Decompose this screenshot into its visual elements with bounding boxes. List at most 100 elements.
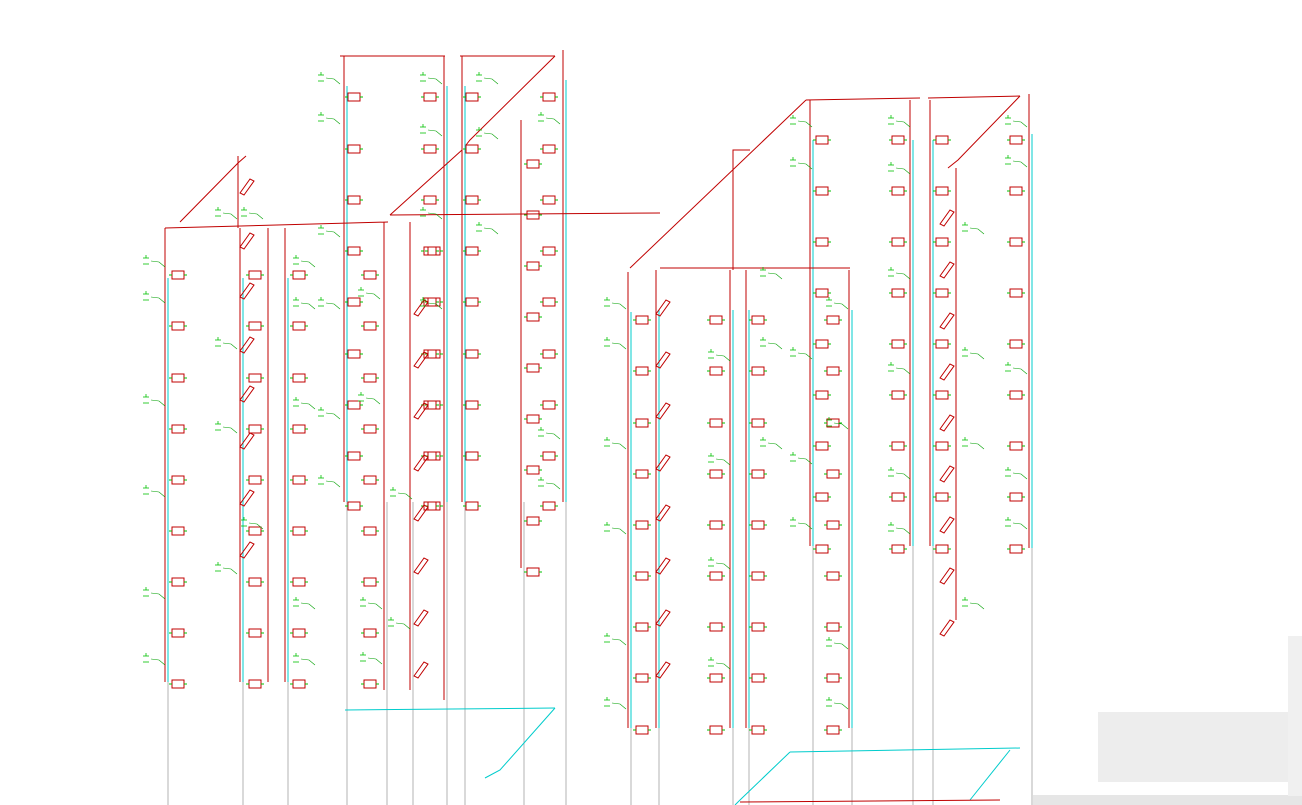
radiator-icon [935,135,949,145]
radiator-icon [248,270,262,280]
radiator-icon [542,297,556,307]
return-main-diagonal [969,749,1011,801]
radiator-icon [542,246,556,256]
radiator-icon [526,210,540,220]
supply-main-diagonal [947,95,1021,169]
radiator-icon [635,622,649,632]
diagonal-radiator-icon [655,609,671,627]
radiator-icon [935,544,949,554]
radiator-icon [248,373,262,383]
diagonal-radiator-icon [655,504,671,522]
supply-risers [164,50,1030,728]
radiator-icon [635,673,649,683]
radiator-icon [1009,544,1023,554]
annotation-leader [150,490,166,498]
annotation-leader [797,457,813,465]
annotation-leader [150,592,166,600]
annotation-leader [611,702,627,710]
radiator-symbols [169,92,1025,735]
annotation-leader [325,412,341,420]
radiator-icon [709,673,723,683]
radiator-icon [542,400,556,410]
annotation-leader [150,296,166,304]
radiator-icon [891,390,905,400]
diagonal-radiator-icon [655,661,671,679]
radiator-icon [423,195,437,205]
radiator-icon [751,418,765,428]
annotation-leader [150,399,166,407]
radiator-icon [815,237,829,247]
annotation-leader [367,657,383,665]
radiator-icon [465,246,479,256]
radiator-icon [292,526,306,536]
radiator-icon [347,297,361,307]
annotation-leader [611,527,627,535]
radiator-icon [248,526,262,536]
annotation-leader [797,522,813,530]
vertical-guide-lines [167,502,1033,805]
annotation-leader [715,562,731,570]
radiator-icon [248,577,262,587]
radiator-icon [171,270,185,280]
supply-main-diagonal [465,55,556,146]
watermark-strip [1033,795,1302,805]
radiator-icon [709,469,723,479]
radiator-icon [363,475,377,485]
radiator-icon [635,520,649,530]
annotation-leader [483,132,499,140]
radiator-icon [935,339,949,349]
annotation-leader [427,212,443,220]
annotation-leader [895,120,911,128]
radiator-icon [826,571,840,581]
diagonal-radiator-icon [239,178,255,196]
annotation-leader [222,342,238,350]
radiator-icon [347,400,361,410]
radiator-icon [815,339,829,349]
annotation-leader [833,702,849,710]
radiator-icon [248,475,262,485]
radiator-icon [526,261,540,271]
radiator-icon [815,390,829,400]
radiator-icon [751,469,765,479]
radiator-icon [526,516,540,526]
radiator-icon [826,520,840,530]
radiator-icon [542,451,556,461]
radiator-icon [171,679,185,689]
radiator-icon [363,628,377,638]
radiator-icon [465,451,479,461]
diagonal-radiator-icon [413,504,429,522]
annotation-leader [767,272,783,280]
annotation-leader [895,167,911,175]
radiator-icon [891,544,905,554]
annotation-leader [427,302,443,310]
radiator-icon [171,321,185,331]
annotation-leader [150,260,166,268]
annotation-leader [395,622,411,630]
radiator-icon [935,492,949,502]
radiator-icon [171,628,185,638]
diagonal-radiator-icon [413,454,429,472]
radiator-icon [826,366,840,376]
radiator-icon [542,92,556,102]
diagonal-radiator-icon [655,402,671,420]
annotation-leader [715,458,731,466]
annotation-leader [545,482,561,490]
radiator-icon [526,465,540,475]
radiator-icon [815,135,829,145]
annotation-leader [767,342,783,350]
radiator-icon [248,424,262,434]
return-pipes [167,80,1033,805]
radiator-icon [292,321,306,331]
annotation-leader [367,602,383,610]
annotation-leader [300,658,316,666]
radiator-icon [815,441,829,451]
annotation-leader [767,442,783,450]
annotation-leader [797,352,813,360]
radiator-icon [635,571,649,581]
radiator-icon [709,366,723,376]
annotation-leader [427,129,443,137]
radiator-icon [171,424,185,434]
radiator-icon [171,475,185,485]
annotation-leader [611,342,627,350]
